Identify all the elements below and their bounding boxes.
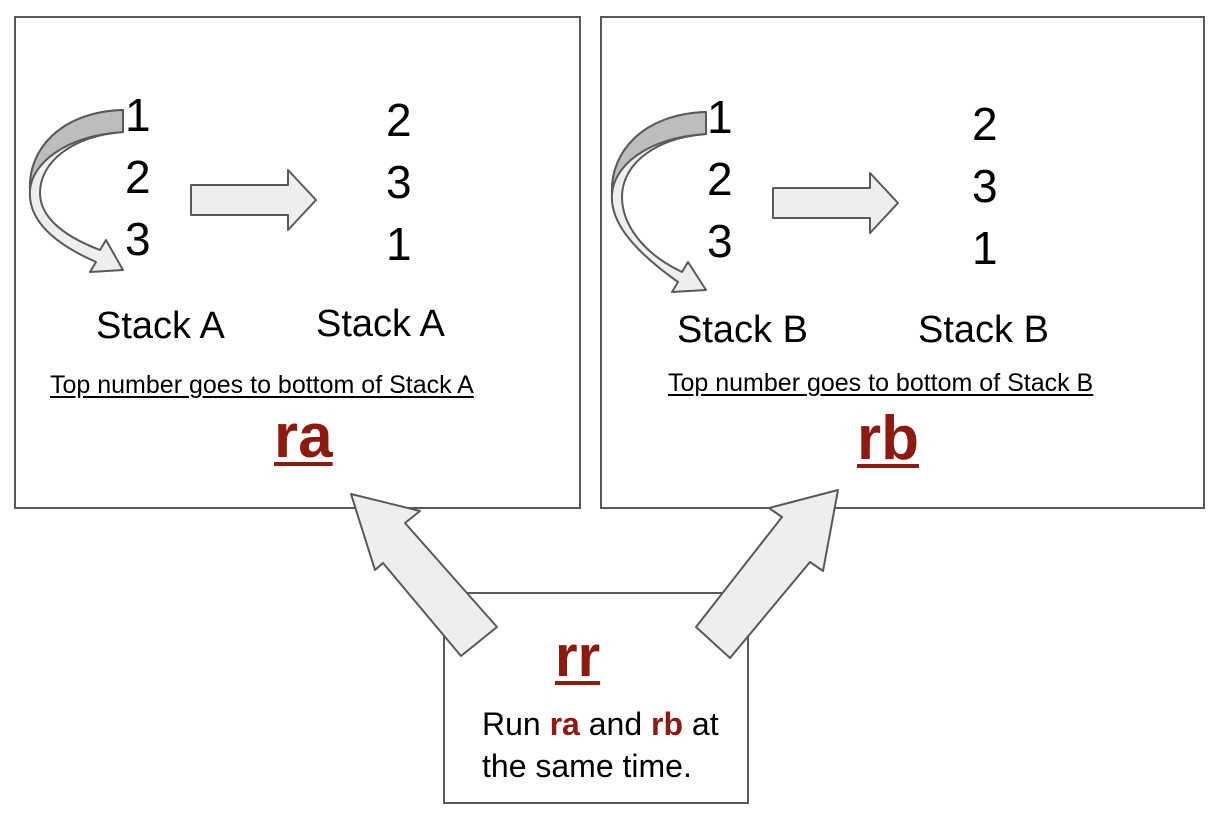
stack-b-after-item-3: 1	[972, 222, 998, 274]
stack-a-after-item-1: 2	[386, 94, 412, 146]
rr-desc-and: and	[588, 706, 643, 742]
rr-desc-run: Run	[482, 706, 541, 742]
caption-ra: Top number goes to bottom of Stack A	[50, 371, 474, 399]
rr-desc-line2: the same time.	[482, 748, 692, 784]
stack-b-before-item-2: 2	[707, 153, 733, 205]
rr-description: Run ra and rb at the same time.	[482, 703, 719, 787]
transform-arrow-b-icon	[772, 172, 899, 234]
command-ra: ra	[274, 402, 333, 471]
stack-b-after-item-1: 2	[972, 98, 998, 150]
stack-a-before-label: Stack A	[96, 305, 225, 347]
rr-desc-at: at	[691, 706, 719, 742]
stack-b-before-item-1: 1	[707, 91, 733, 143]
stack-a-after-item-3: 1	[386, 218, 412, 270]
rr-desc-rb: rb	[651, 706, 684, 742]
stack-b-before-item-3: 3	[707, 215, 733, 267]
rr-to-rb-arrow-icon	[695, 489, 839, 659]
stack-a-before-item-2: 2	[125, 151, 151, 203]
stack-b-after-label: Stack B	[918, 309, 1049, 351]
stack-a-after-item-2: 3	[386, 156, 412, 208]
command-rb: rb	[857, 404, 919, 473]
stack-b-before-label: Stack B	[677, 309, 808, 351]
stack-b-after-item-2: 3	[972, 160, 998, 212]
stack-a-before-item-1: 1	[125, 89, 151, 141]
stack-a-before-item-3: 3	[125, 213, 151, 265]
rotate-arrow-a-icon	[28, 109, 124, 273]
rr-to-ra-arrow-icon	[350, 493, 498, 657]
command-rr: rr	[555, 624, 601, 689]
transform-arrow-a-icon	[190, 169, 317, 231]
caption-rb: Top number goes to bottom of Stack B	[668, 369, 1094, 397]
rotate-arrow-b-icon	[610, 111, 707, 293]
stack-a-after-label: Stack A	[316, 303, 445, 345]
panel-rb	[600, 16, 1205, 509]
rr-desc-ra: ra	[549, 706, 580, 742]
